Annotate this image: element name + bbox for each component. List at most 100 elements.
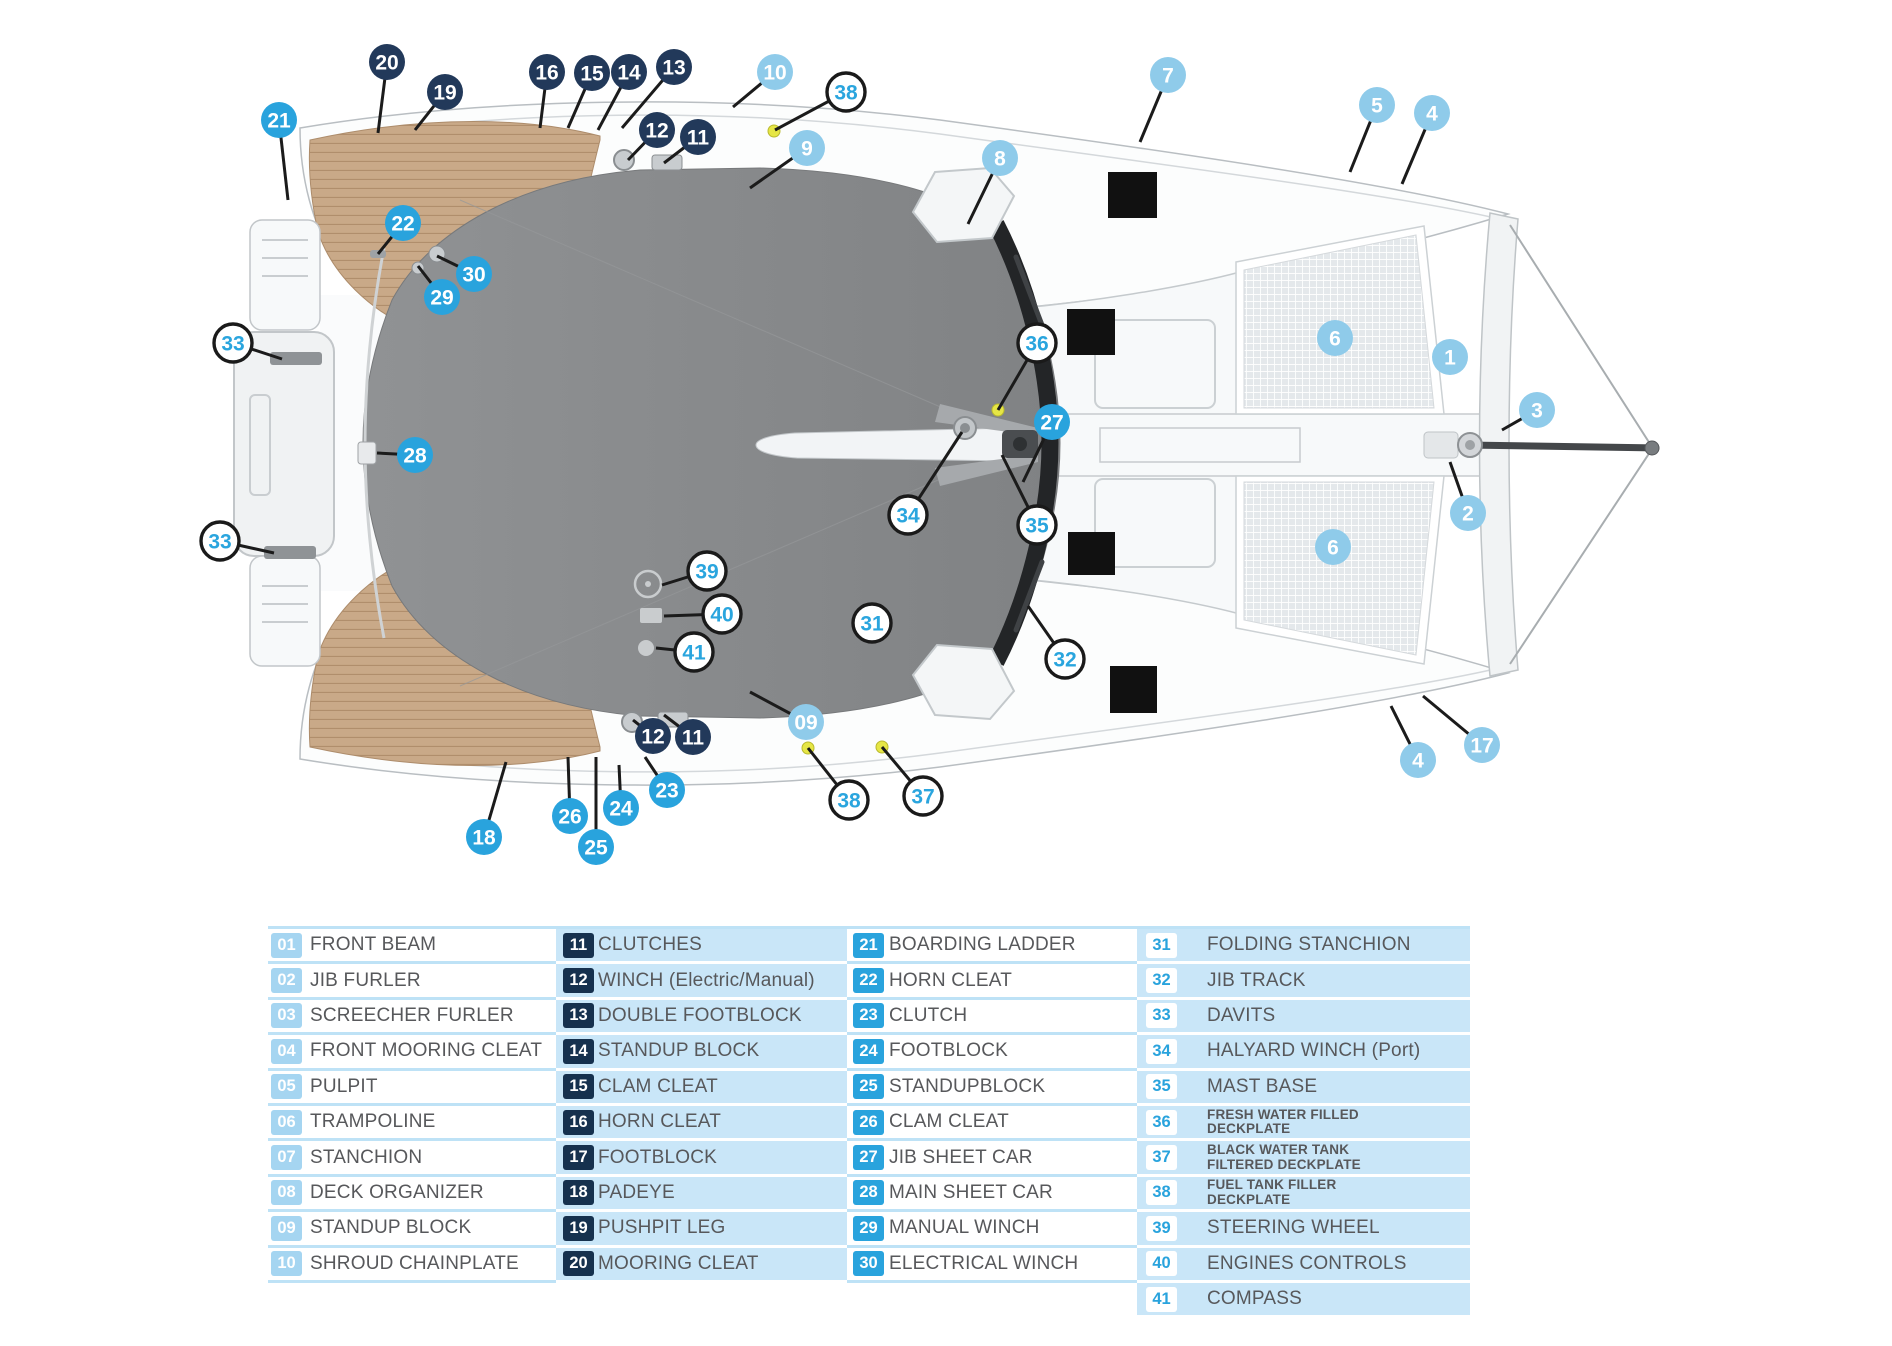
legend-num-badge: 27 bbox=[853, 1145, 884, 1171]
legend-item-33: 33 DAVITS bbox=[1137, 999, 1470, 1036]
cockpit-seat-starboard bbox=[1094, 478, 1216, 568]
legend-item-01: 01 FRONT BEAM bbox=[268, 929, 556, 965]
deck-hatch bbox=[1067, 309, 1115, 355]
callout-27: 27 bbox=[1034, 404, 1070, 440]
davit-starboard bbox=[264, 546, 316, 559]
callout-number: 18 bbox=[472, 827, 496, 850]
legend-num-badge: 31 bbox=[1146, 932, 1177, 958]
legend-label: FRONT BEAM bbox=[310, 934, 437, 956]
callout-3: 3 bbox=[1519, 392, 1555, 428]
callout-number: 11 bbox=[687, 127, 710, 150]
mainsheet-car bbox=[357, 441, 377, 465]
callout-34: 34 bbox=[887, 494, 929, 536]
legend-num-badge: 41 bbox=[1146, 1286, 1177, 1312]
legend-label: CLUTCH bbox=[889, 1004, 968, 1026]
legend-label: WINCH (Electric/Manual) bbox=[598, 969, 815, 991]
legend-label: SCREECHER FURLER bbox=[310, 1004, 514, 1026]
callout-number: 8 bbox=[994, 148, 1006, 171]
legend-num-badge: 14 bbox=[563, 1038, 594, 1064]
legend-num-badge: 29 bbox=[853, 1215, 884, 1241]
legend-label: MAIN SHEET CAR bbox=[889, 1181, 1053, 1203]
legend-num-badge: 36 bbox=[1146, 1109, 1177, 1135]
legend-num-badge: 33 bbox=[1146, 1003, 1177, 1029]
callout-11: 11 bbox=[680, 119, 716, 155]
legend-num-badge: 09 bbox=[271, 1215, 302, 1241]
deck-hatch bbox=[1108, 172, 1157, 218]
callout-number: 37 bbox=[911, 786, 934, 809]
callout-15: 15 bbox=[574, 55, 610, 91]
legend-num-badge: 17 bbox=[563, 1145, 594, 1171]
legend-num-badge: 05 bbox=[271, 1074, 302, 1100]
callout-30: 30 bbox=[456, 256, 492, 292]
callout-14: 14 bbox=[611, 54, 647, 90]
callout-6: 6 bbox=[1315, 529, 1351, 565]
callout-number: 23 bbox=[655, 780, 678, 803]
legend-num-badge: 35 bbox=[1146, 1074, 1177, 1100]
legend-label: ELECTRICAL WINCH bbox=[889, 1252, 1079, 1274]
callout-12: 12 bbox=[635, 718, 671, 754]
legend-item-05: 05 PULPIT bbox=[268, 1070, 556, 1106]
callout-number: 4 bbox=[1412, 750, 1424, 773]
legend-label: STEERING WHEEL bbox=[1207, 1217, 1380, 1239]
callout-33: 33 bbox=[212, 322, 254, 364]
callout-22: 22 bbox=[385, 205, 421, 241]
callout-number: 38 bbox=[837, 790, 861, 813]
legend-label: HORN CLEAT bbox=[889, 969, 1013, 991]
callout-17: 17 bbox=[1464, 727, 1500, 763]
legend-label: BOARDING LADDER bbox=[889, 934, 1076, 956]
callout-number: 10 bbox=[763, 62, 786, 85]
callout-39: 39 bbox=[686, 550, 728, 592]
screecher-furler bbox=[1644, 440, 1660, 456]
legend-num-badge: 20 bbox=[563, 1251, 594, 1277]
callout-20: 20 bbox=[369, 44, 405, 80]
callout-4: 4 bbox=[1400, 742, 1436, 778]
callout-number: 16 bbox=[535, 62, 558, 85]
legend-num-badge: 02 bbox=[271, 968, 302, 994]
callout-number: 34 bbox=[896, 505, 920, 528]
deck-hatch bbox=[1068, 532, 1115, 575]
callout-32: 32 bbox=[1044, 638, 1086, 680]
callout-37: 37 bbox=[902, 775, 944, 817]
callout-number: 41 bbox=[682, 642, 706, 665]
callout-number: 21 bbox=[267, 110, 291, 133]
callout-number: 14 bbox=[617, 62, 641, 85]
legend-label: CLUTCHES bbox=[598, 934, 703, 956]
callout-number: 30 bbox=[462, 264, 485, 287]
callout-35: 35 bbox=[1016, 504, 1058, 546]
davit-port bbox=[270, 352, 322, 365]
callout-number: 17 bbox=[1470, 735, 1493, 758]
callout-25: 25 bbox=[578, 829, 614, 865]
callout-number: 27 bbox=[1040, 412, 1063, 435]
legend-label: ENGINES CONTROLS bbox=[1207, 1252, 1407, 1274]
callout-23: 23 bbox=[649, 772, 685, 808]
callout-1: 1 bbox=[1432, 339, 1468, 375]
legend-num-badge: 18 bbox=[563, 1180, 594, 1206]
legend-label: JIB FURLER bbox=[310, 969, 421, 991]
callout-number: 1 bbox=[1444, 347, 1456, 370]
legend-num-badge: 12 bbox=[563, 968, 594, 994]
legend-num-badge: 01 bbox=[271, 932, 302, 958]
legend-num-badge: 16 bbox=[563, 1109, 594, 1135]
jib-furler-drum bbox=[1465, 440, 1475, 450]
legend-label: FRONT MOORING CLEAT bbox=[310, 1040, 543, 1062]
legend-item-03: 03 SCREECHER FURLER bbox=[268, 999, 556, 1036]
legend-label: PULPIT bbox=[310, 1075, 378, 1097]
legend-num-badge: 22 bbox=[853, 968, 884, 994]
callout-11: 11 bbox=[675, 719, 711, 755]
callout-number: 31 bbox=[860, 613, 884, 636]
legend-num-badge: 03 bbox=[271, 1003, 302, 1029]
legend-label: DAVITS bbox=[1207, 1004, 1276, 1026]
callout-16: 16 bbox=[529, 54, 565, 90]
